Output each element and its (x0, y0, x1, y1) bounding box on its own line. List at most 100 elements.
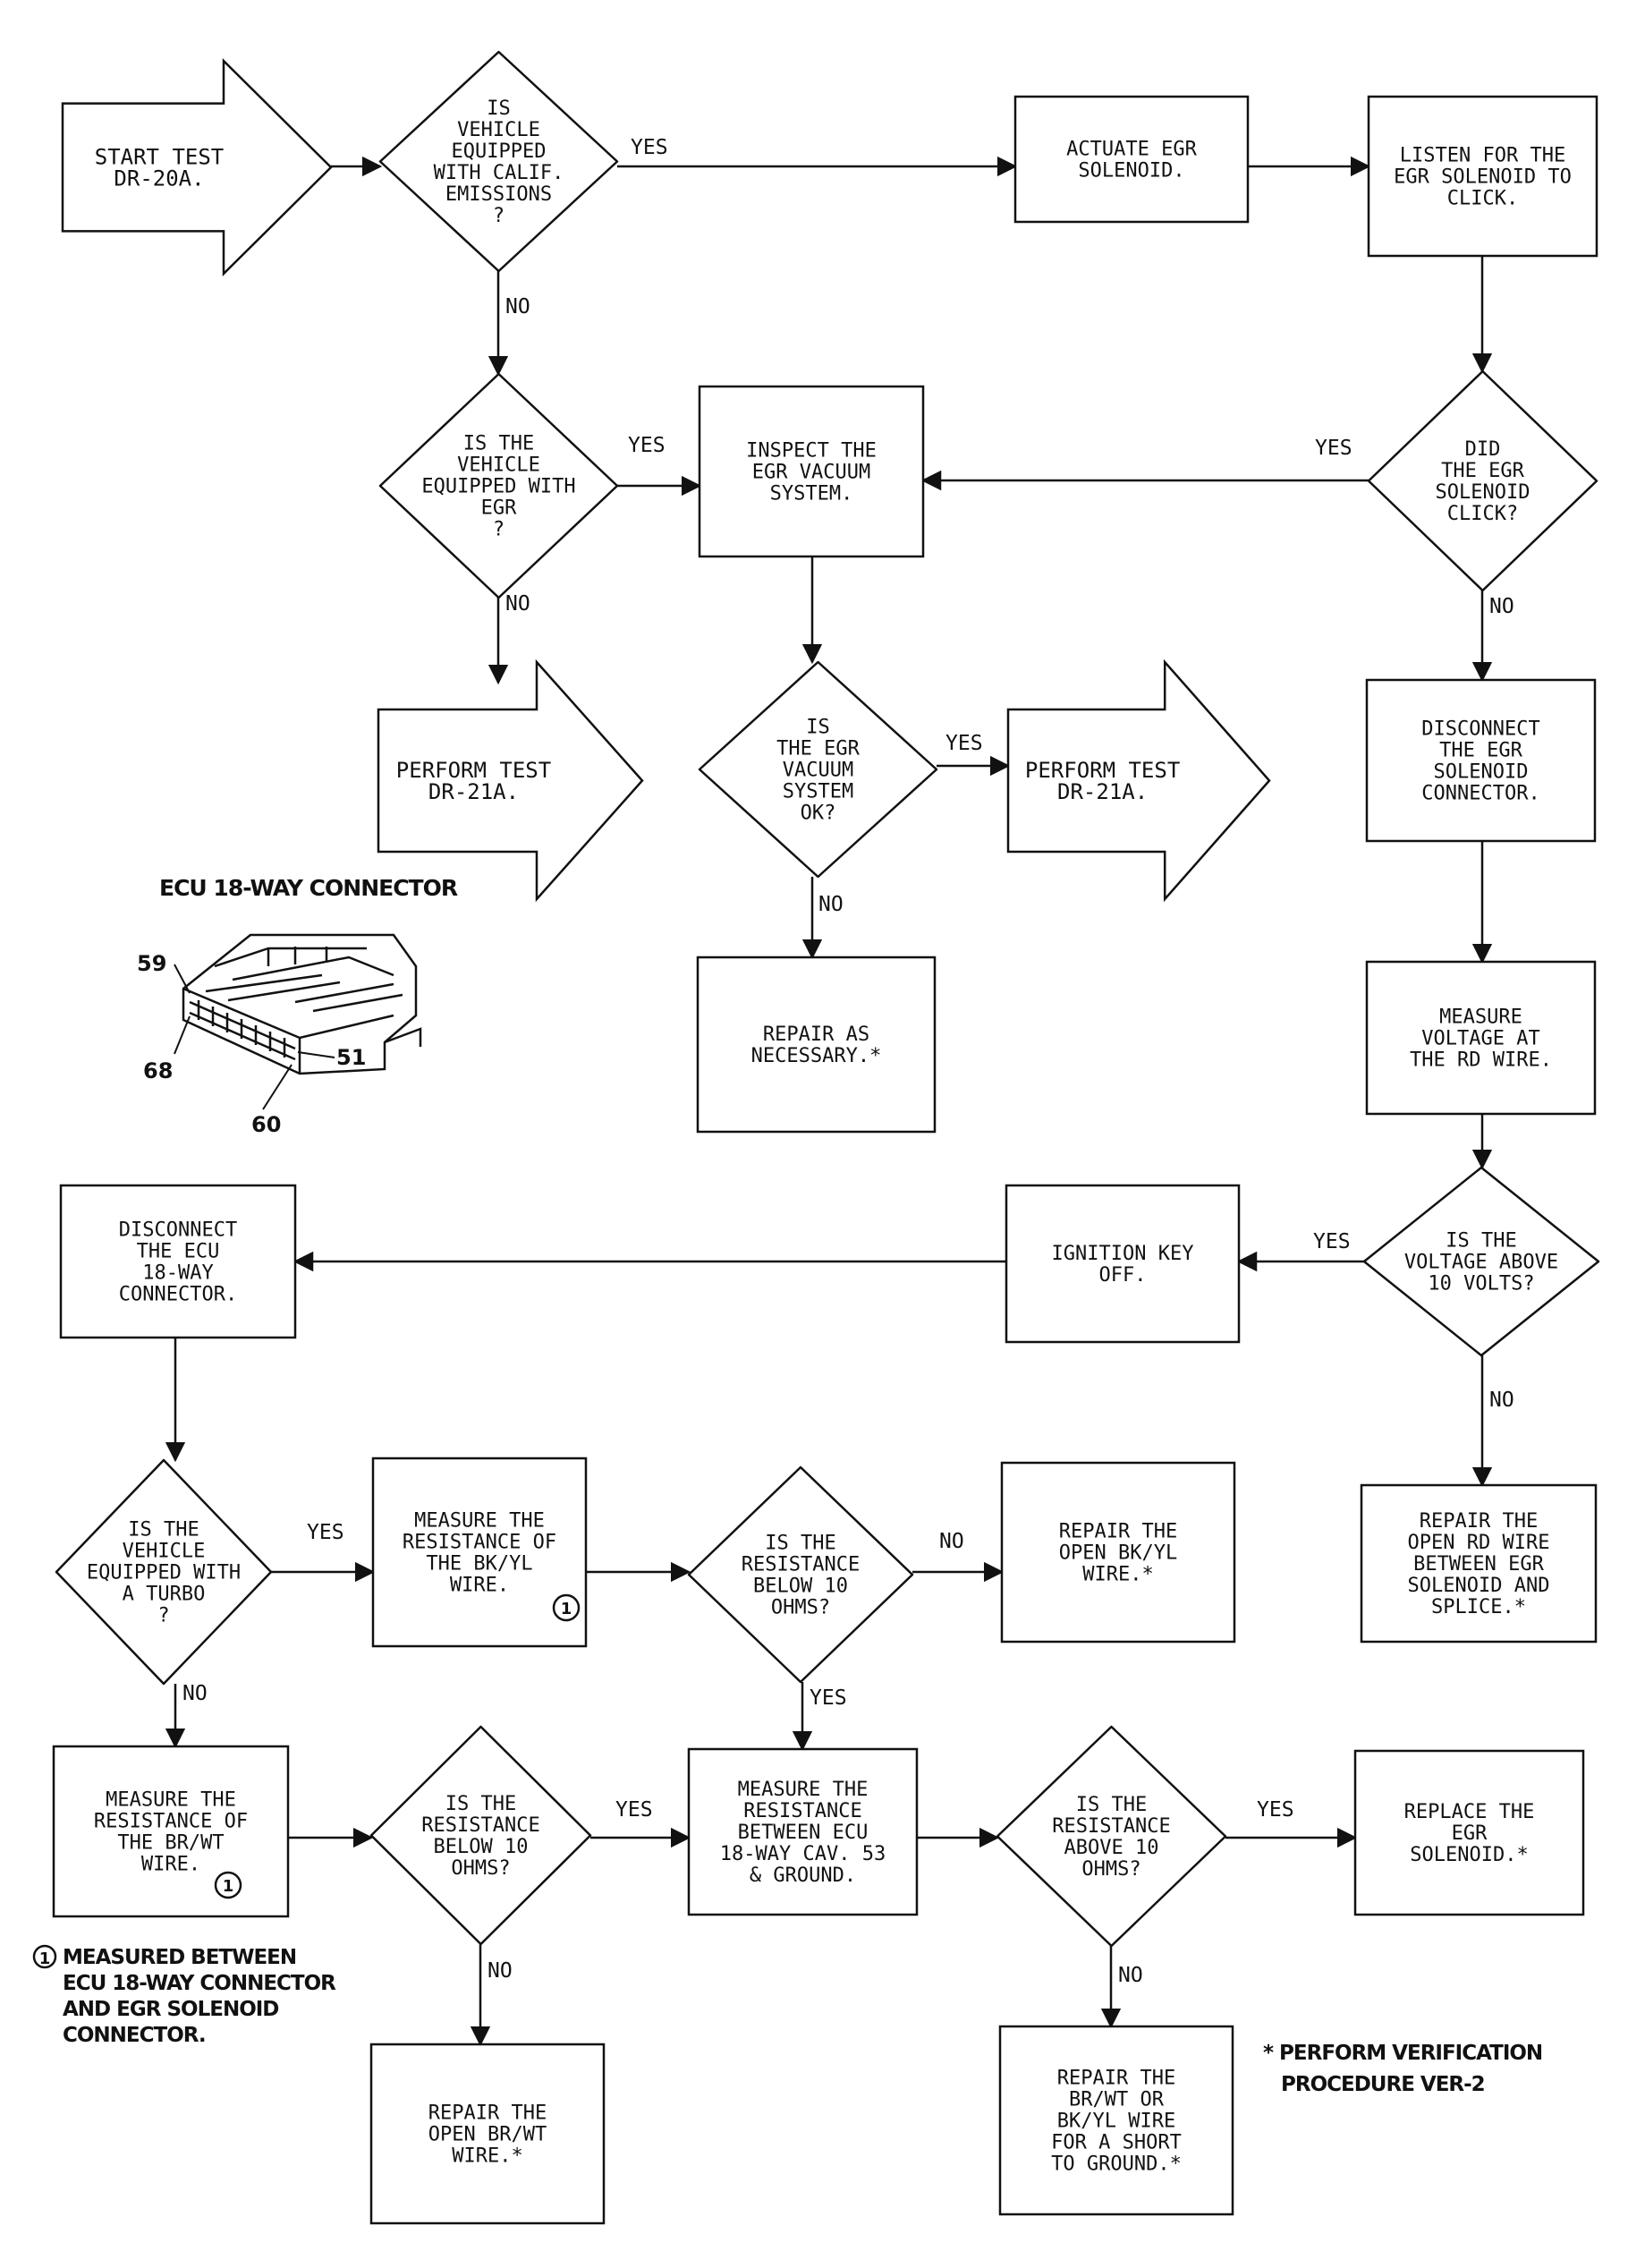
decision-diamond (55, 1458, 273, 1686)
node-text-line: RESISTANCE (1052, 1815, 1170, 1838)
verification-note-line-2: PROCEDURE VER-2 (1281, 2073, 1485, 2096)
node-text-line: BELOW 10 (753, 1576, 848, 1598)
node-text-line: MEASURE THE (106, 1789, 236, 1812)
edge-label: YES (1313, 1230, 1351, 1253)
node-text-line: SOLENOID. (1078, 160, 1184, 183)
node-text-line: REPAIR THE (428, 2102, 547, 2125)
decision-diamond (996, 1725, 1227, 1948)
verification-footnote: * PERFORM VERIFICATION PROCEDURE VER-2 (1263, 2042, 1543, 2096)
edge-label: NO (939, 1530, 964, 1553)
edge-label: NO (488, 1959, 513, 1983)
node-text-line: START TEST (95, 144, 225, 169)
node-text-line: IS (487, 98, 511, 120)
node-text-line: OPEN BK/YL (1059, 1542, 1177, 1565)
reference-marker-circle (214, 1871, 242, 1899)
node-text-line: ACTUATE EGR (1066, 139, 1197, 161)
node-text-line: SYSTEM (783, 781, 853, 803)
node-text-line: BELOW 10 (434, 1836, 529, 1858)
node-text-line: VEHICLE (457, 119, 540, 141)
node-text-line: THE BR/WT (117, 1832, 224, 1855)
node-text-line: LISTEN FOR THE (1400, 145, 1565, 167)
node-text-line: THE ECU (137, 1241, 220, 1263)
node-text-line: OPEN RD WIRE (1408, 1532, 1550, 1554)
edge-label: NO (182, 1682, 208, 1705)
node-text-line: IS THE (1446, 1230, 1516, 1253)
node-text-line: ? (493, 205, 505, 227)
node-text-line: RESISTANCE (742, 1554, 860, 1576)
node-text-line: CLICK. (1447, 188, 1518, 210)
node-text-line: BK/YL WIRE (1057, 2111, 1175, 2133)
node-text-line: DISCONNECT (1421, 718, 1539, 741)
measured-note-line-3: AND EGR SOLENOID (63, 1998, 278, 2021)
node-text-line: RESISTANCE OF (94, 1811, 248, 1833)
node-text-line: OK? (801, 803, 836, 825)
node-text-line: IS THE (1076, 1794, 1147, 1816)
process-box (1005, 1184, 1241, 1344)
decision-diamond (698, 660, 938, 879)
footnote-marker-circle (32, 1944, 57, 1969)
process-box (371, 1457, 588, 1648)
node-text-line: VACUUM (783, 760, 853, 782)
node-text-line: EQUIPPED WITH (421, 476, 575, 498)
process-box (1013, 95, 1250, 224)
verification-note-line-1: * PERFORM VERIFICATION (1263, 2042, 1542, 2065)
node-text-line: REPAIR THE (1059, 1521, 1177, 1543)
edge-label: YES (631, 136, 668, 159)
node-text-line: IS (806, 717, 830, 739)
pin-59-leader (174, 964, 191, 994)
process-box (1367, 95, 1598, 258)
node-text-line: PERFORM TEST (396, 758, 551, 783)
edge-label: YES (1257, 1798, 1294, 1822)
decision-diamond (1367, 370, 1598, 592)
node-text-line: EGR (1452, 1822, 1488, 1845)
node-text-line: RESISTANCE OF (403, 1532, 556, 1554)
node-text-line: WITH CALIF. (434, 162, 564, 184)
pin-label-51: 51 (336, 1045, 366, 1070)
process-box (1365, 678, 1597, 843)
node-text-line: IGNITION KEY (1052, 1243, 1194, 1265)
node-text-line: OHMS? (771, 1597, 830, 1619)
process-box (698, 385, 925, 558)
node-text-line: THE EGR (776, 738, 860, 760)
node-text-line: 18-WAY CAV. 53 (720, 1843, 886, 1865)
edge-label: YES (628, 434, 666, 457)
edge-label: NO (1489, 1389, 1514, 1412)
reference-marker: 1 (223, 1877, 234, 1896)
process-box (696, 956, 937, 1134)
connector-drawing (182, 933, 422, 1075)
reference-marker: 1 (561, 1600, 572, 1618)
process-box (59, 1184, 297, 1339)
off-page-arrow (1006, 658, 1271, 903)
process-box (687, 1747, 919, 1916)
node-text-line: CONNECTOR. (1421, 783, 1539, 805)
node-text-line: RESISTANCE (743, 1800, 861, 1822)
node-text-line: EGR (481, 497, 517, 520)
edge-label: YES (945, 732, 983, 755)
reference-marker-circle (552, 1593, 581, 1622)
decision-diamond (687, 1465, 914, 1684)
pin-68-leader (174, 1015, 191, 1055)
ecu-connector-illustration: ECU 18-WAY CONNECTOR 59 68 51 60 (137, 875, 459, 1137)
decision-diamond (378, 372, 619, 599)
node-text-line: BETWEEN EGR (1413, 1553, 1544, 1576)
node-text-line: SPLICE.* (1431, 1596, 1526, 1618)
node-text-line: MEASURE THE (738, 1779, 869, 1801)
measured-note-line-4: CONNECTOR. (63, 2024, 206, 2047)
node-text-line: WIRE. (141, 1854, 200, 1876)
edge-label: YES (615, 1798, 653, 1822)
node-text-line: & GROUND. (750, 1865, 856, 1887)
node-text-line: OFF. (1099, 1264, 1147, 1287)
node-text-line: EQUIPPED WITH (87, 1562, 241, 1584)
node-text-line: CONNECTOR. (119, 1284, 237, 1306)
node-text-line: THE RD WIRE. (1410, 1049, 1552, 1072)
